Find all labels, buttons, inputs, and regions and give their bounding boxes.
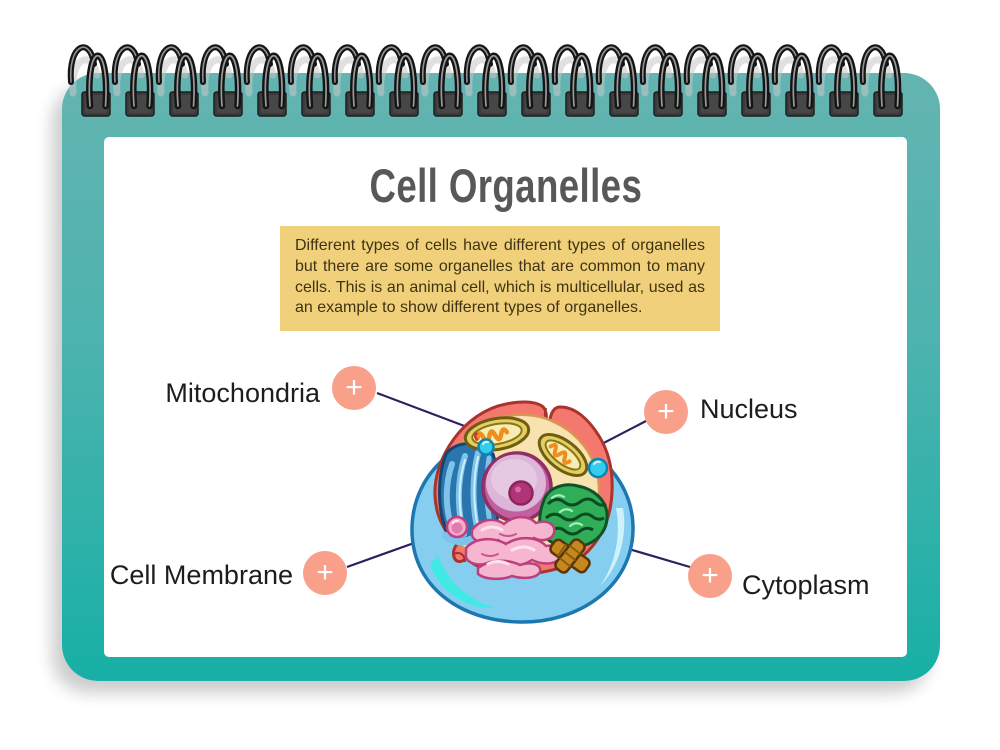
label-cytoplasm: Cytoplasm [742,570,870,600]
label-nucleus: Nucleus [700,394,798,424]
plus-button-nucleus[interactable]: + [644,390,688,434]
page-title-text: Cell Organelles [369,159,642,212]
page-title: Cell Organelles [104,158,907,213]
label-cell-membrane: Cell Membrane [109,560,293,590]
plus-button-mitochondria[interactable]: + [332,366,376,410]
label-mitochondria: Mitochondria [165,378,320,408]
description-text: Different types of cells have different … [295,237,705,317]
description-box: Different types of cells have different … [280,226,720,332]
plus-button-cytoplasm[interactable]: + [688,554,732,598]
plus-button-cell-membrane[interactable]: + [303,551,347,595]
spiral-binding [44,34,944,126]
